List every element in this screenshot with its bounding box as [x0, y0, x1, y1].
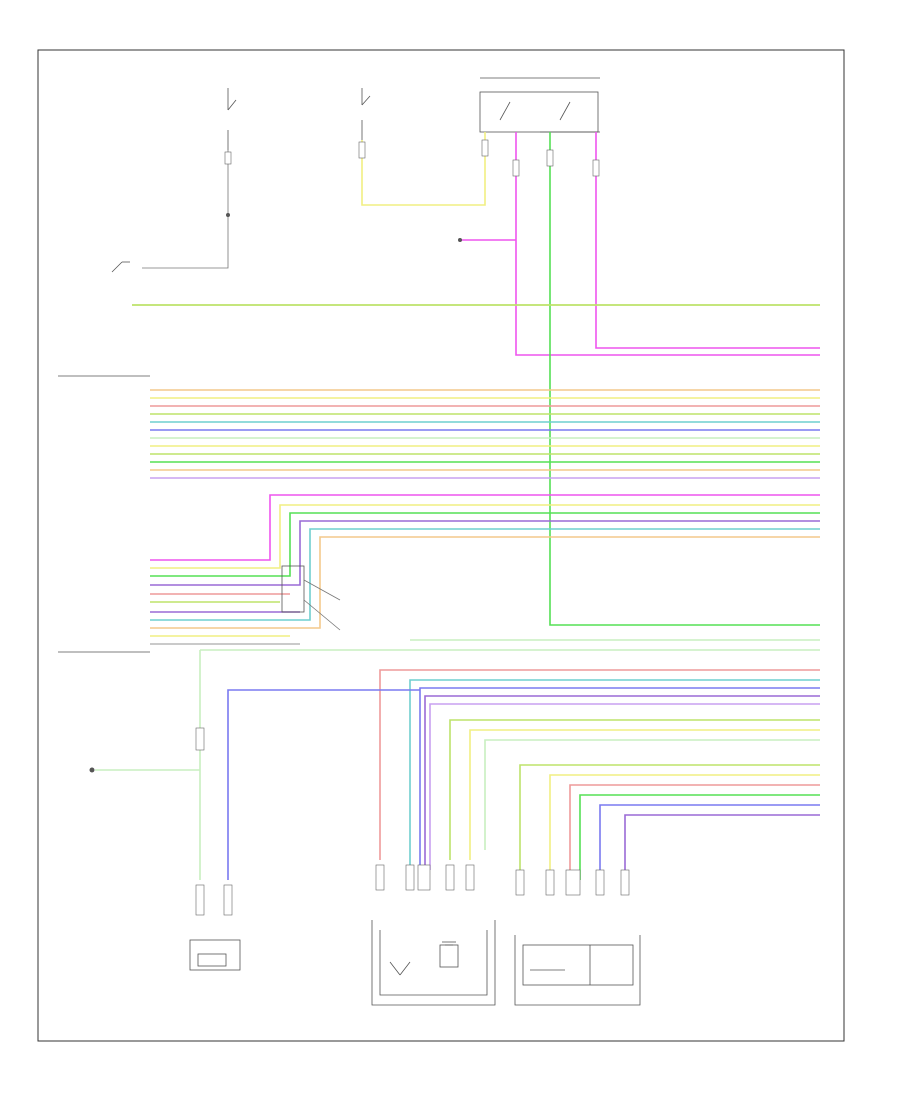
connector-group-top	[224, 139, 600, 242]
switch-icon	[111, 261, 130, 273]
motor-icon	[189, 939, 241, 971]
wire-magenta-b	[595, 132, 820, 349]
sensor-icon	[514, 935, 641, 1006]
switch-icon	[499, 101, 600, 133]
ground-icon	[442, 941, 456, 946]
connector-icon	[417, 864, 431, 891]
top-components	[58, 77, 600, 653]
connector-icon	[358, 141, 366, 159]
output-wires	[89, 639, 820, 880]
connector-icon	[465, 864, 475, 891]
switch-icon	[361, 88, 371, 140]
connector-icon	[481, 139, 489, 157]
switch-icon	[227, 88, 237, 150]
connector-icon	[375, 864, 385, 891]
diagram-frame	[37, 49, 845, 1042]
sensor-icon	[371, 920, 496, 1006]
connector-icon	[546, 149, 554, 167]
connector-icon	[223, 884, 233, 916]
connector-icon	[512, 159, 520, 177]
connector-icon	[515, 869, 525, 896]
wire-magenta-a	[515, 132, 820, 356]
relay-component	[479, 91, 599, 133]
wire-green-main	[549, 132, 820, 626]
harness-bus	[150, 389, 820, 645]
bottom-components	[189, 727, 641, 1006]
connector-icon	[405, 864, 415, 891]
connector-icon	[195, 727, 205, 751]
connector-icon	[224, 151, 232, 165]
connector-icon	[592, 159, 600, 177]
connector-icon	[565, 869, 581, 896]
upper-wiring	[132, 132, 820, 626]
splice-component	[281, 565, 305, 613]
connector-icon	[545, 869, 555, 896]
connector-icon	[226, 213, 230, 217]
connector-icon	[445, 864, 455, 891]
connector-icon	[595, 869, 605, 896]
connector-icon	[620, 869, 630, 896]
wire-yellow	[361, 132, 486, 206]
connector-icon	[195, 884, 205, 916]
connector-icon	[458, 238, 462, 242]
connector-icon	[89, 767, 95, 773]
